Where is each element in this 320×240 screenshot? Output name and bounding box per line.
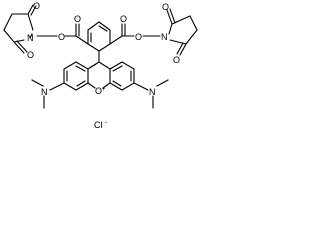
- atom-label-o: O: [173, 55, 180, 65]
- atom-label-o: O: [120, 14, 127, 24]
- atom-label-o: O: [58, 32, 65, 42]
- central-benzene-ring: [87, 21, 111, 52]
- atom-label-o: O: [33, 1, 40, 11]
- counterion-label: Cl: [94, 120, 103, 130]
- left-ester-group: [36, 23, 89, 45]
- right-dimethylamino-group: [133, 79, 169, 109]
- atom-label-o: O: [162, 2, 169, 12]
- chemical-structure: O N O O O O O: [3, 1, 198, 130]
- right-succinimide-ring: [166, 8, 198, 56]
- charge-minus: −: [104, 120, 108, 126]
- xanthene-core: [63, 50, 135, 91]
- atom-label-n: N: [41, 87, 48, 97]
- atom-label-o-ring: O: [95, 86, 102, 96]
- right-ester-group: [109, 23, 161, 45]
- atom-label-n: N: [27, 33, 34, 43]
- atom-label-o: O: [135, 32, 142, 42]
- left-succinimide-ring: [3, 4, 37, 54]
- charge-plus: +: [102, 87, 106, 93]
- left-dimethylamino-group: [31, 79, 65, 109]
- atom-label-n: N: [161, 32, 168, 42]
- atom-label-o: O: [27, 50, 34, 60]
- atom-label-n: N: [149, 87, 156, 97]
- atom-label-o: O: [74, 14, 81, 24]
